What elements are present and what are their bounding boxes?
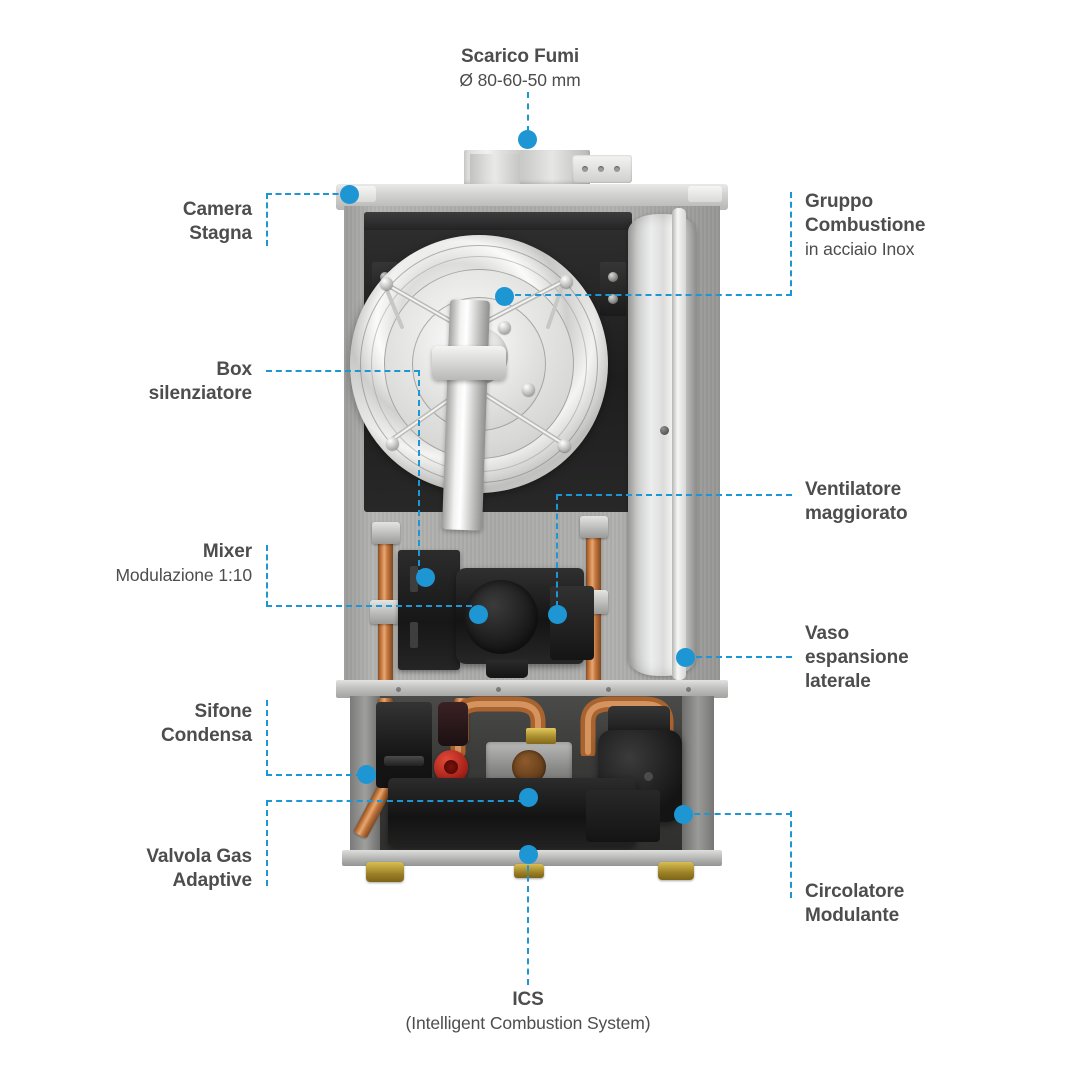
callout-label-ics: ICS(Intelligent Combustion System) <box>388 988 668 1034</box>
callout-label-line: laterale <box>805 670 871 692</box>
callout-dot-circolatore[interactable] <box>674 805 693 824</box>
connector-line-sifone-condensa <box>266 700 268 776</box>
callout-dot-scarico-fumi[interactable] <box>518 130 537 149</box>
combustion-chamber-lip <box>364 212 632 230</box>
callout-label-line: Camera <box>182 199 252 220</box>
lower-right-panel <box>682 696 714 856</box>
callout-label-line: silenziatore <box>148 382 252 404</box>
callout-label-line: Ø 80-60-50 mm <box>459 69 581 90</box>
flue-outlet-collar <box>464 150 590 186</box>
bottom-connection-right <box>658 862 694 880</box>
hx-screw-tl <box>380 277 393 290</box>
callout-label-line: Stagna <box>189 222 252 244</box>
pipe-clamp-right-upper <box>580 516 608 538</box>
callout-dot-ventilatore[interactable] <box>548 605 567 624</box>
bottom-connection-center <box>514 864 544 878</box>
callout-label-line: Mixer <box>202 541 252 562</box>
connector-line-scarico-fumi <box>527 92 529 132</box>
connector-line-mixer <box>266 545 268 607</box>
callout-label-line: Sifone <box>194 701 253 722</box>
pipe-clamp-left-lower <box>370 600 400 624</box>
expansion-vessel-port <box>660 426 669 435</box>
connector-line-valvola-gas <box>266 800 524 802</box>
callout-label-line: (Intelligent Combustion System) <box>405 1012 651 1033</box>
flue-mounting-plate <box>572 155 632 183</box>
callout-label-line: Scarico Fumi <box>460 46 580 67</box>
callout-label-line: Vaso <box>805 623 849 644</box>
callout-label-line: Combustione <box>805 214 926 236</box>
connector-line-mixer <box>266 605 472 607</box>
connector-line-ics <box>527 855 529 985</box>
connector-line-circolatore <box>790 811 792 898</box>
callout-dot-vaso-espansione[interactable] <box>676 648 695 667</box>
connector-line-ventilatore <box>556 494 792 496</box>
callout-dot-mixer[interactable] <box>469 605 488 624</box>
connector-line-ventilatore <box>556 494 558 607</box>
callout-label-line: Gruppo <box>805 191 873 212</box>
top-rail-notch-right <box>688 186 722 202</box>
hx-screw-tr <box>560 275 573 288</box>
chamber-base-rail <box>336 680 728 698</box>
expansion-vessel-tube <box>672 208 686 680</box>
callout-label-line: espansione <box>805 646 909 668</box>
callout-label-line: Modulazione 1:10 <box>115 564 252 585</box>
hx-bracket-right <box>600 262 626 316</box>
callout-label-line: Valvola Gas <box>146 846 252 867</box>
callout-label-line: ICS <box>512 989 544 1010</box>
callout-dot-gruppo-combustione[interactable] <box>495 287 514 306</box>
callout-dot-ics[interactable] <box>519 845 538 864</box>
hx-screw-center <box>498 321 511 334</box>
connector-line-vaso-espansione <box>686 656 792 658</box>
callout-dot-sifone-condensa[interactable] <box>357 765 376 784</box>
callout-label-line: Adaptive <box>172 869 253 891</box>
connector-line-box-silenziatore <box>266 370 420 372</box>
gas-valve-brass-nut <box>526 728 556 744</box>
connector-line-box-silenziatore <box>418 370 420 576</box>
dark-valve-head <box>438 702 468 746</box>
callout-label-line: Box <box>216 359 252 380</box>
heat-exchanger-flange <box>432 346 506 380</box>
pipe-clamp-left-upper <box>372 522 400 544</box>
ics-manifold-step <box>586 790 660 842</box>
callout-label-line: in acciaio Inox <box>805 238 915 259</box>
boiler-illustration <box>336 150 728 890</box>
callout-label-line: Condensa <box>160 724 252 746</box>
callout-dot-camera-stagna[interactable] <box>340 185 359 204</box>
callout-label-line: Ventilatore <box>805 479 902 500</box>
diverter-motor <box>376 702 432 788</box>
connector-line-sifone-condensa <box>266 774 362 776</box>
top-casing-rail <box>336 184 728 210</box>
connector-line-circolatore <box>684 813 792 815</box>
callout-dot-valvola-gas[interactable] <box>519 788 538 807</box>
callout-label-line: Circolatore <box>805 881 905 902</box>
connector-line-gruppo-combustione <box>505 294 792 296</box>
bottom-connection-left <box>366 862 404 882</box>
connector-line-camera-stagna <box>266 193 348 195</box>
fan-mounting-foot <box>486 660 528 678</box>
connector-line-gruppo-combustione <box>790 192 792 296</box>
connector-line-valvola-gas <box>266 800 268 886</box>
callout-dot-box-silenziatore[interactable] <box>416 568 435 587</box>
callout-label-line: maggiorato <box>805 502 908 524</box>
hx-screw-bl <box>386 437 399 450</box>
hx-screw-br <box>558 439 571 452</box>
heat-exchanger-outlet-tube <box>441 299 491 531</box>
connector-line-camera-stagna <box>266 193 268 246</box>
hx-screw-lower <box>522 383 535 396</box>
callout-label-line: Modulante <box>805 904 900 926</box>
